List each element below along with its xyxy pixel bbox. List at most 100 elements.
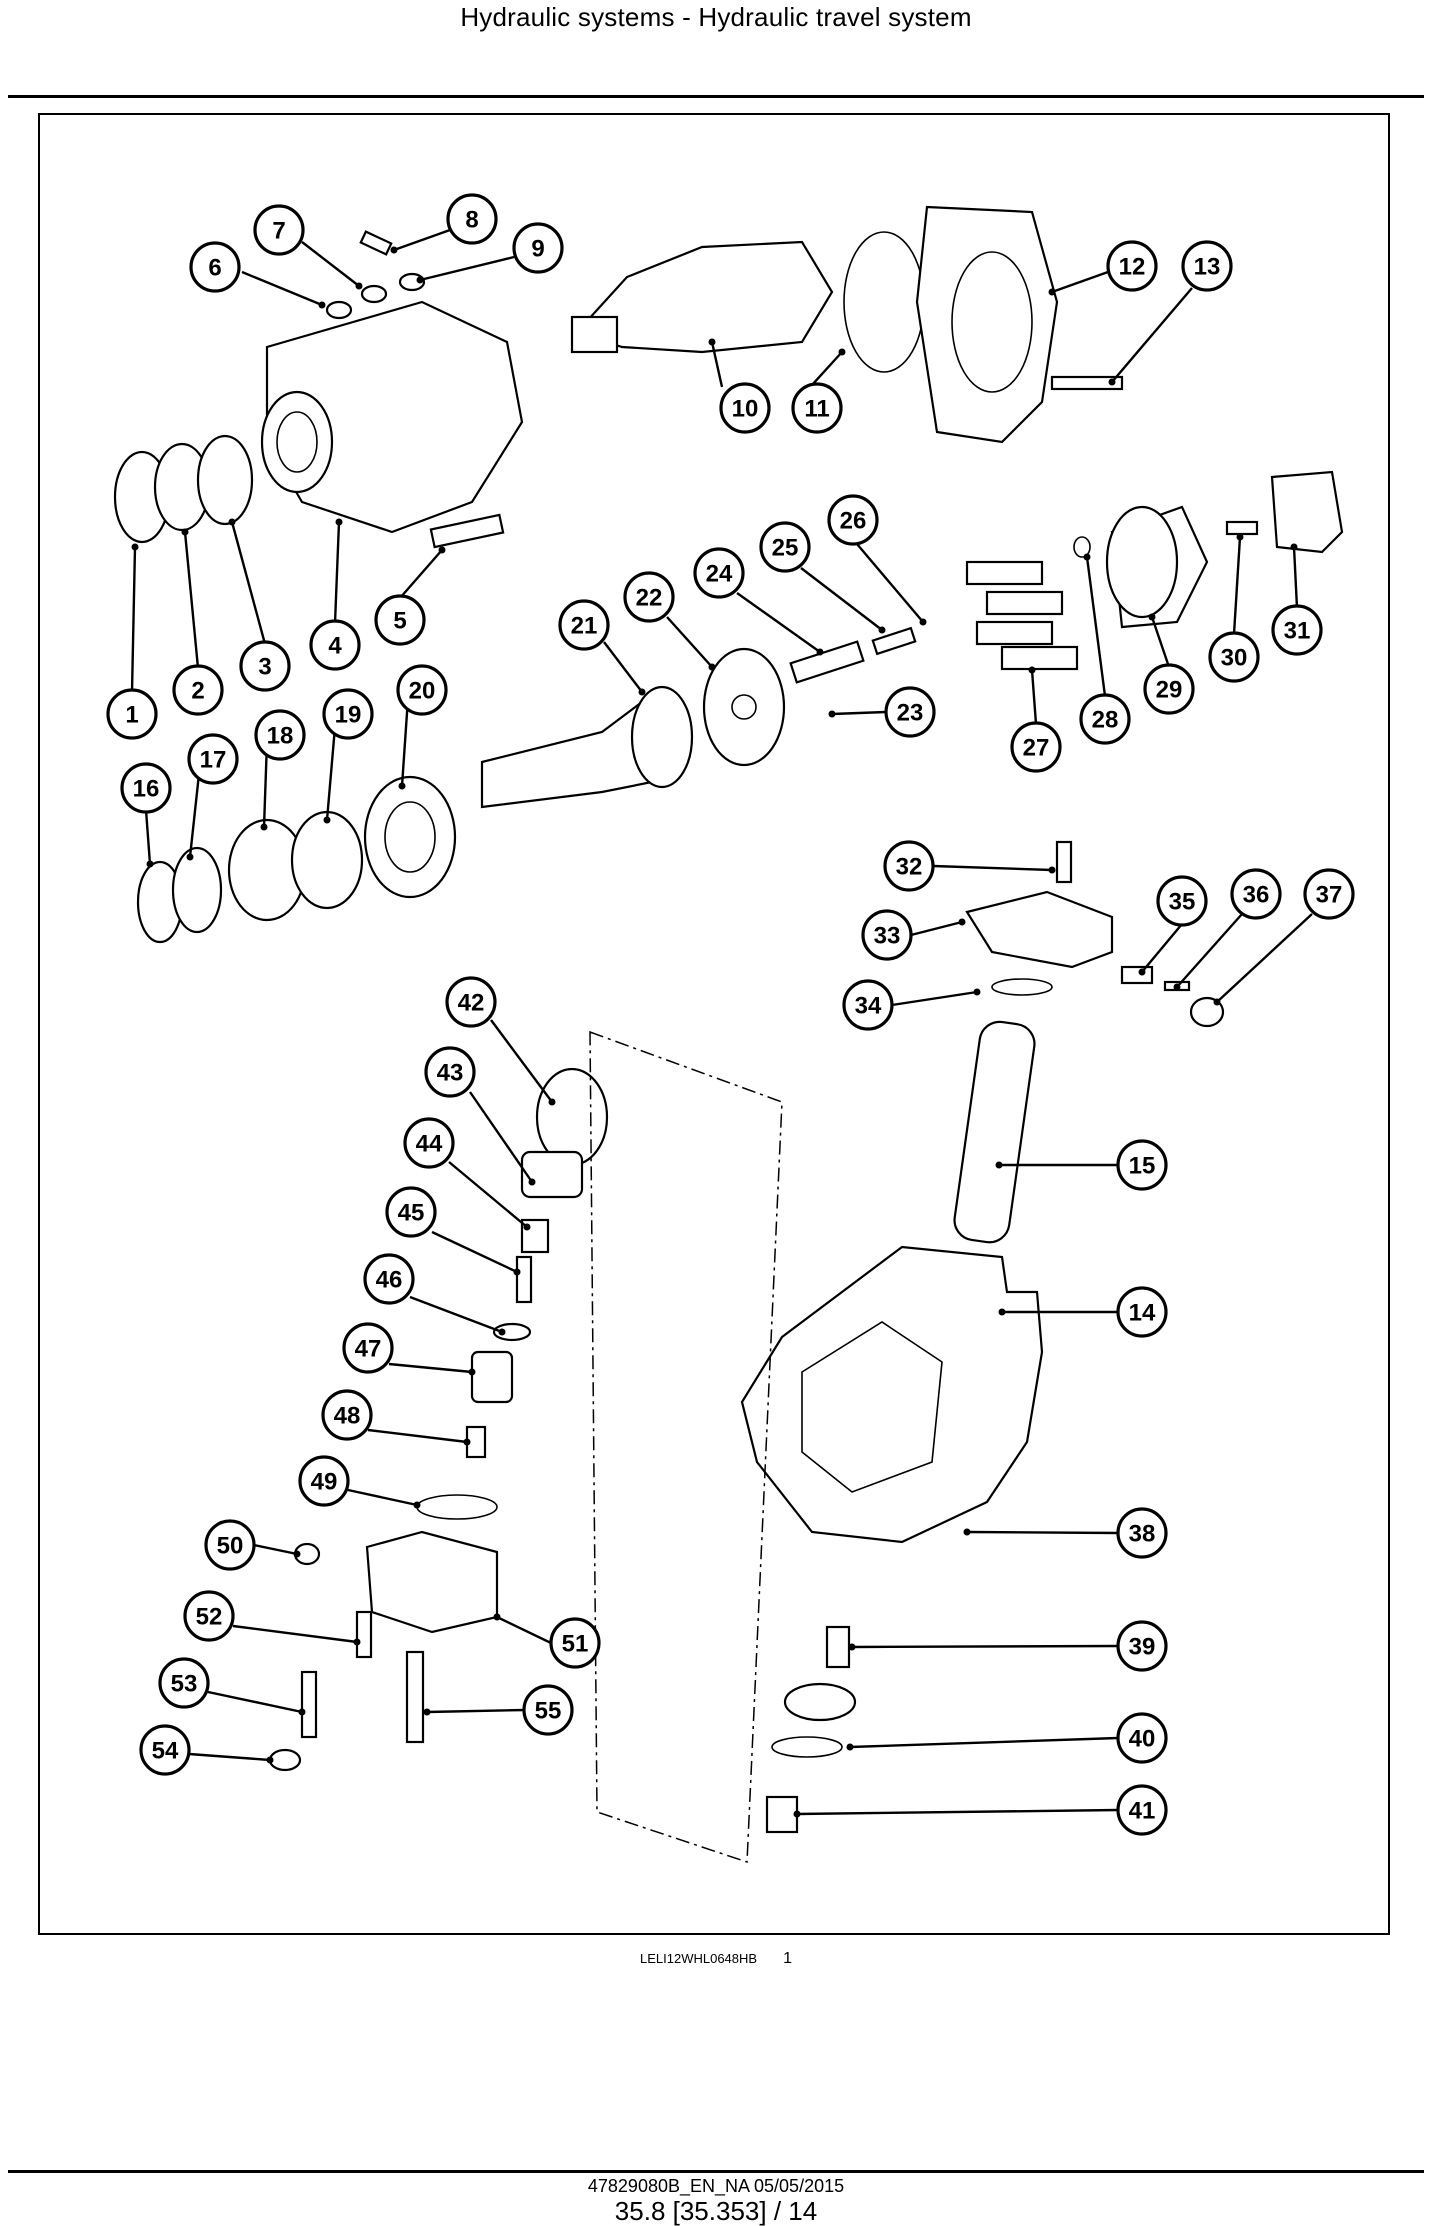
callout-circle — [403, 1117, 455, 1169]
callout-number: 29 — [1156, 677, 1183, 704]
seal-part — [196, 434, 254, 526]
callout-circle — [623, 571, 675, 623]
callout-circle — [861, 909, 913, 961]
leader-line — [241, 270, 323, 307]
leader-line — [891, 990, 978, 1007]
page-title: Hydraulic systems - Hydraulic travel sys… — [460, 2, 972, 32]
callout-circle — [1116, 1139, 1168, 1191]
leader-arrowhead — [318, 301, 326, 309]
callout-number: 37 — [1316, 882, 1343, 909]
callout-circle — [759, 521, 811, 573]
callout-32: 32 — [883, 840, 935, 892]
document-reference: 47829080B_EN_NA 05/05/2015 — [587, 2176, 845, 2196]
callout-22: 22 — [623, 571, 675, 623]
spring-cup-part — [520, 1150, 584, 1199]
callout-circle — [204, 1519, 256, 1571]
leader-arrowhead — [260, 823, 268, 831]
leader-line — [399, 549, 443, 599]
callout-number: 42 — [458, 990, 485, 1017]
callout-number: 16 — [133, 776, 160, 803]
leader-arrowhead — [513, 1268, 521, 1276]
leader-line — [301, 241, 360, 287]
nut-part — [268, 1748, 302, 1772]
leader-arrowhead — [493, 1613, 501, 1621]
callout-circle — [842, 979, 894, 1031]
leader-arrowhead — [846, 1743, 854, 1751]
callout-number: 33 — [874, 923, 901, 950]
housing-bore-inner — [276, 411, 318, 473]
set-screw-part — [300, 1670, 318, 1739]
callout-4: 4 — [309, 619, 361, 671]
callout-33: 33 — [861, 909, 913, 961]
callout-20: 20 — [396, 664, 448, 716]
leader-arrowhead — [353, 1638, 361, 1646]
callout-circle — [120, 762, 172, 814]
callout-30: 30 — [1208, 631, 1260, 683]
image-code: LELI12WHL0648HB — [640, 1951, 758, 1966]
callout-number: 1 — [125, 702, 138, 729]
plug-part — [1189, 996, 1225, 1028]
bolt-part — [429, 513, 505, 549]
housing-bore-part — [260, 390, 334, 494]
callout-26: 26 — [827, 494, 879, 546]
callout-number: 3 — [258, 654, 271, 681]
callout-number: 30 — [1221, 645, 1248, 672]
leader-arrowhead — [973, 988, 981, 996]
callout-27: 27 — [1010, 721, 1062, 773]
leader-line — [851, 1644, 1119, 1649]
callout-circle — [424, 1046, 476, 1098]
callout-number: 35 — [1169, 889, 1196, 916]
callout-number: 52 — [196, 1604, 223, 1631]
callout-number: 45 — [398, 1200, 425, 1227]
leader-line — [188, 1752, 271, 1762]
retainer-hole — [731, 694, 757, 720]
callout-number: 17 — [200, 747, 227, 774]
leader-arrowhead — [838, 348, 846, 356]
leader-line — [796, 1808, 1119, 1816]
lower-housing-part — [740, 1245, 1044, 1544]
callout-6: 6 — [189, 241, 241, 293]
leader-arrowhead — [355, 282, 363, 290]
callout-circle — [791, 382, 843, 434]
callout-10: 10 — [719, 382, 771, 434]
callout-circle — [254, 709, 306, 761]
leader-arrowhead — [828, 710, 836, 718]
callout-number: 4 — [328, 633, 342, 660]
callout-number: 34 — [855, 993, 882, 1020]
callout-number: 9 — [531, 236, 544, 263]
callout-53: 53 — [158, 1657, 210, 1709]
leader-line — [1030, 669, 1038, 725]
callout-number: 8 — [465, 207, 478, 234]
callout-number: 26 — [840, 508, 867, 535]
callout-2: 2 — [172, 664, 224, 716]
callout-number: 20 — [409, 678, 436, 705]
callout-number: 24 — [706, 561, 733, 588]
callout-circle — [298, 1455, 350, 1507]
callout-54: 54 — [139, 1724, 191, 1776]
callout-36: 36 — [1230, 868, 1282, 920]
callout-38: 38 — [1116, 1507, 1168, 1559]
callout-29: 29 — [1143, 663, 1195, 715]
callout-5: 5 — [374, 594, 426, 646]
callout-circle — [396, 664, 448, 716]
leader-line — [496, 1615, 552, 1645]
leader-line — [144, 809, 152, 865]
callout-circle — [309, 619, 361, 671]
callout-number: 18 — [267, 723, 294, 750]
leader-arrowhead — [413, 1501, 421, 1509]
callout-43: 43 — [424, 1046, 476, 1098]
callout-13: 13 — [1181, 240, 1233, 292]
callout-44: 44 — [403, 1117, 455, 1169]
seal-part — [991, 978, 1053, 996]
callout-circle — [1116, 1712, 1168, 1764]
leader-arrowhead — [298, 1708, 306, 1716]
callout-circle — [1106, 240, 1158, 292]
leader-arrowhead — [146, 860, 154, 868]
leader-line — [367, 1428, 468, 1444]
leader-arrowhead — [848, 1643, 856, 1651]
callout-number: 38 — [1129, 1521, 1156, 1548]
callout-23: 23 — [884, 686, 936, 738]
leader-arrowhead — [323, 816, 331, 824]
callout-circle — [139, 1724, 191, 1776]
